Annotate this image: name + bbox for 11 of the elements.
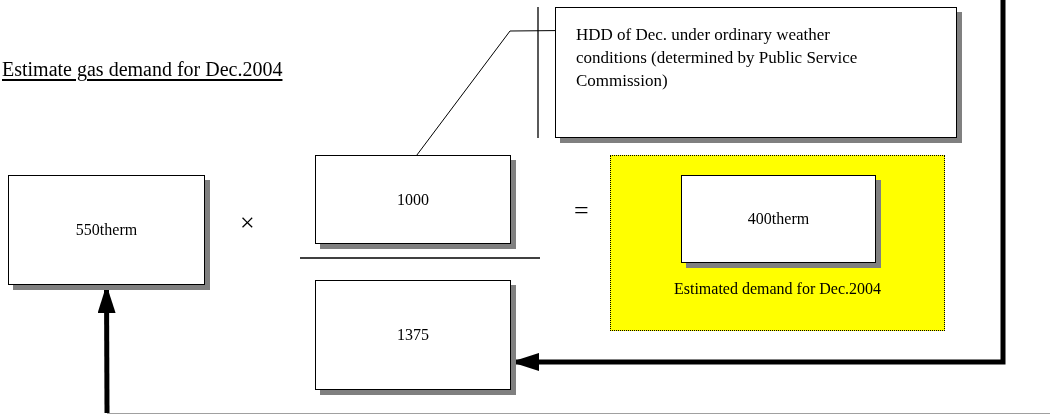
leader-line: [416, 30, 556, 156]
equals-sign: =: [574, 198, 589, 224]
callout-text: HDD of Dec. under ordinary weather conditions (determined by Public Service Commission): [576, 24, 859, 92]
highlight-panel: [610, 155, 945, 331]
title: Estimate gas demand for Dec.2004: [2, 58, 283, 81]
value-text: 400therm: [747, 209, 810, 230]
value-text: 550therm: [75, 220, 138, 241]
panel-caption: Estimated demand for Dec.2004: [673, 279, 881, 300]
value-text: 1375: [397, 325, 429, 346]
multiply-sign: ×: [240, 210, 255, 236]
value-text: 1000: [397, 189, 429, 210]
